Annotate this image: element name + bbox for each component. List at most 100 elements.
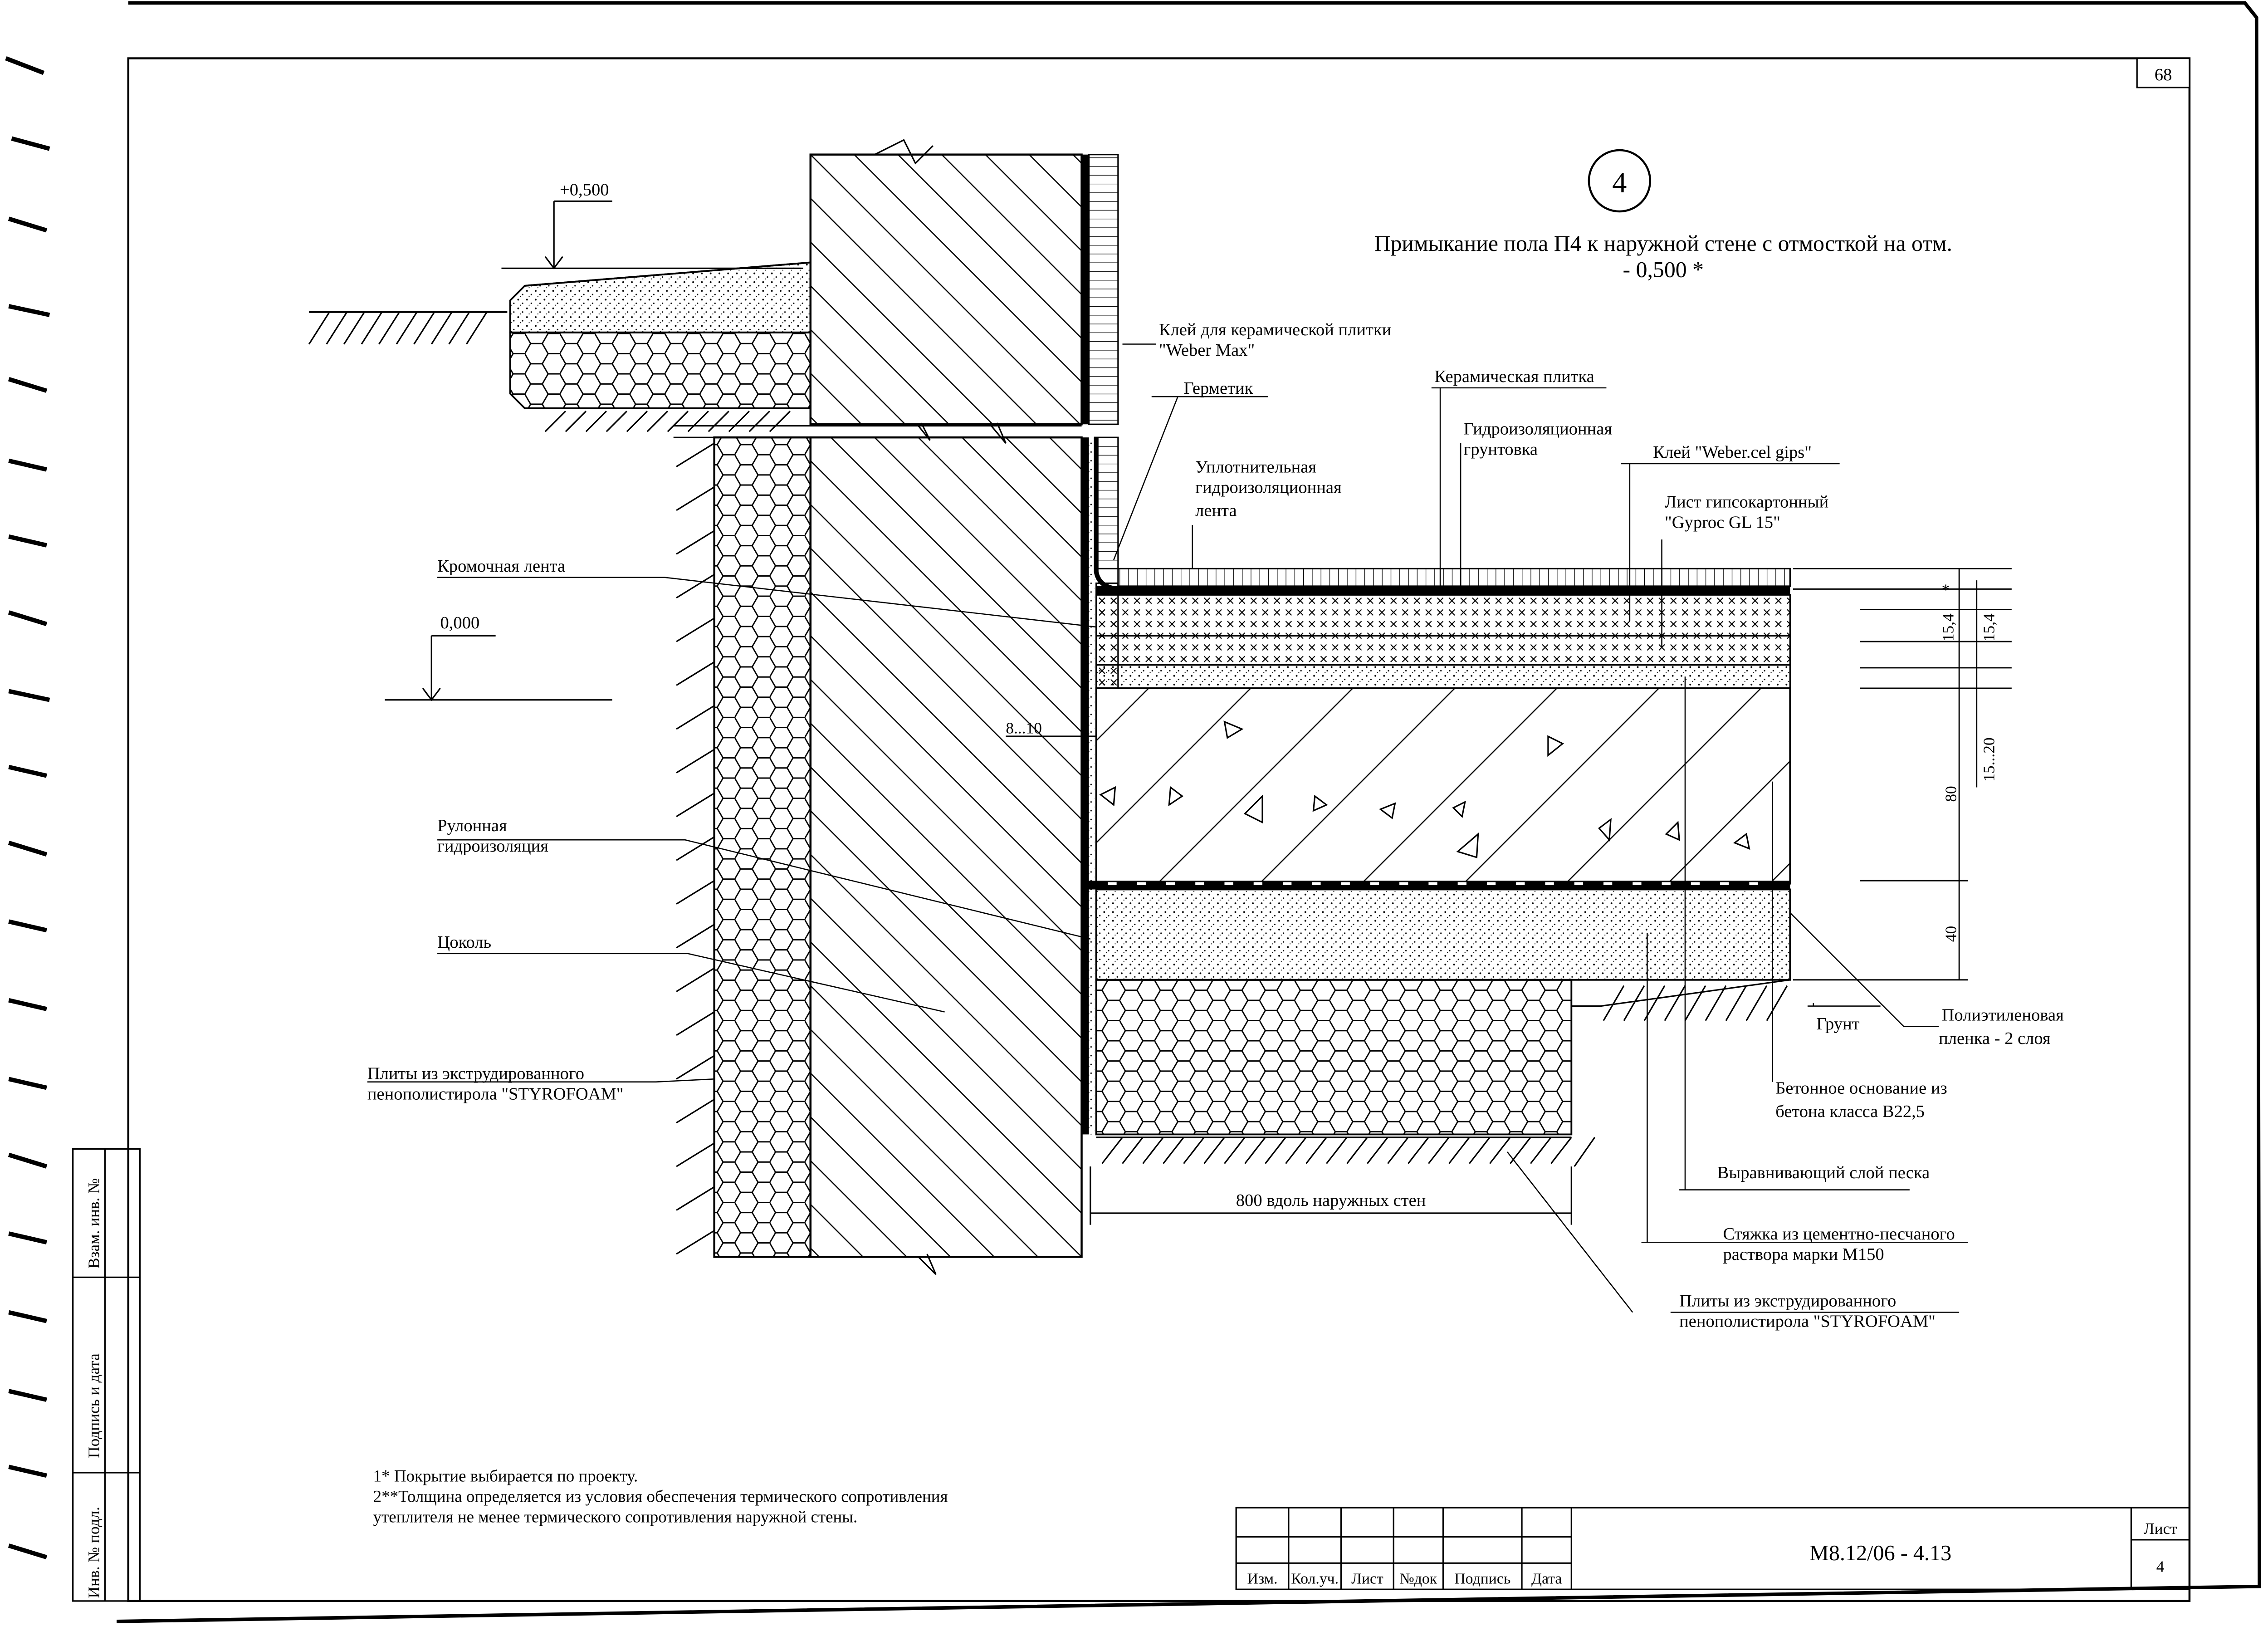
concrete-aggregate: [1099, 720, 1750, 858]
note-1: 1* Покрытие выбирается по проекту.: [373, 1466, 638, 1485]
ground-hatch-blind-bottom: [544, 411, 791, 432]
annotations: Клей для керамической плитки "Weber Max"…: [367, 320, 2064, 1331]
label-sealing-tape-3: лента: [1195, 501, 1237, 520]
label-primer-2: грунтовка: [1464, 440, 1538, 459]
label-adhesive-tile-2: "Weber Max": [1159, 341, 1255, 360]
tb-col-4: №док: [1400, 1570, 1437, 1587]
note-2: 2**Толщина определяется из условия обесп…: [373, 1487, 948, 1505]
side-stamp-podpis: Подпись и дата: [85, 1353, 103, 1458]
ground-hatch-right: [1574, 985, 1788, 1167]
label-sealing-tape-2: гидроизоляционная: [1195, 478, 1342, 497]
side-stamp-inv: Инв. № подл.: [85, 1507, 103, 1598]
label-styro-left-1: Плиты из экструдированного: [367, 1064, 584, 1083]
ground-hatch-bottom: [1101, 1136, 1572, 1164]
floor-pe-film: [1087, 881, 1790, 890]
leader-lines: [367, 343, 1968, 1313]
label-primer-1: Гидроизоляционная: [1464, 420, 1613, 439]
label-gypsum-2: "Gyproc GL 15": [1665, 513, 1780, 532]
edge-tape: [1095, 582, 1119, 689]
label-screed-1: Стяжка из цементно-песчаного: [1723, 1225, 1955, 1244]
label-edge-tape: Кромочная лента: [437, 557, 565, 576]
plinth-wall: [809, 436, 1083, 1258]
wall-break-mid: [918, 422, 1007, 444]
level-mark-top: [501, 200, 802, 270]
tb-code: М8.12/06 - 4.13: [1809, 1541, 1951, 1565]
wall-break-upper: [874, 139, 934, 165]
ground-line-right: [1570, 979, 1790, 1007]
level-top-label: +0,500: [560, 181, 609, 200]
tb-col-3: Лист: [1351, 1570, 1383, 1587]
tb-col-5: Подпись: [1454, 1570, 1510, 1587]
label-styro-right-2: пенополистирола "STYROFOAM": [1679, 1312, 1936, 1331]
note-3: утеплителя не менее термического сопроти…: [373, 1507, 858, 1526]
label-pe-film-2: пленка - 2 слоя: [1939, 1029, 2051, 1048]
label-sealant: Герметик: [1183, 379, 1253, 398]
plinth-waterproofing: [1081, 437, 1089, 1135]
blind-area-top: [524, 261, 811, 287]
label-glue-gips: Клей "Weber.cel gips": [1653, 443, 1812, 462]
label-screed-2: раствора марки М150: [1723, 1245, 1884, 1264]
blind-area-insulation: [509, 331, 811, 409]
label-soil: Грунт: [1816, 1014, 1860, 1034]
binding-marks: [5, 56, 50, 1560]
ground-hatch-plinth: [676, 442, 715, 1255]
label-concrete-1: Бетонное основание из: [1775, 1078, 1947, 1097]
tb-col-2: Кол.уч.: [1291, 1570, 1339, 1587]
dim-800: [1090, 1166, 1572, 1225]
side-stamp-vzam: Взам. инв. №: [85, 1178, 103, 1269]
break-line: [673, 425, 1082, 438]
label-styro-left-2: пенополистирола "STYROFOAM": [367, 1084, 624, 1103]
detail-title-level: - 0,500 *: [1623, 257, 1704, 282]
label-pe-film-1: Полиэтиленовая: [1942, 1006, 2064, 1025]
label-sealing-tape-1: Уплотнительная: [1195, 457, 1316, 476]
dim-800-label: 800 вдоль наружных стен: [1236, 1191, 1426, 1210]
wall-upper: [809, 153, 1083, 426]
wall-tile-upper: [1088, 154, 1119, 425]
tb-col-1: Изм.: [1247, 1570, 1278, 1587]
outer-frame: [127, 57, 2191, 1602]
label-styro-right-1: Плиты из экструдированного: [1679, 1292, 1896, 1311]
label-concrete-2: бетона класса В22,5: [1775, 1102, 1925, 1121]
sealant-corner: [1094, 437, 1790, 592]
dim-gap-label: 8...10: [1006, 719, 1042, 737]
floor-gypsum-board-2: [1095, 635, 1791, 666]
dim-d5: 40: [1942, 926, 1960, 942]
label-roll-wp-2: гидроизоляция: [437, 837, 548, 856]
floor-sand-leveling: [1095, 664, 1791, 689]
plinth-insulation: [713, 436, 812, 1258]
label-sand: Выравнивающий слой песка: [1717, 1163, 1930, 1182]
label-adhesive-tile-1: Клей для керамической плитки: [1159, 320, 1391, 339]
label-ceramic-tile: Керамическая плитка: [1434, 367, 1594, 386]
tb-sheet-number: 4: [2156, 1558, 2165, 1576]
sheet-edge: [117, 1, 2262, 1623]
detail-number-circle: [1588, 149, 1652, 213]
wall-break-bottom: [918, 1254, 937, 1275]
level-mark-zero: [385, 635, 612, 701]
dim-d1: 15,4: [1939, 613, 1957, 642]
side-stamp: [72, 1148, 141, 1602]
floor-insulation: [1095, 979, 1573, 1136]
title-block: [1235, 1507, 2190, 1590]
floor-concrete-base: [1095, 687, 1791, 885]
floor-ceramic-tile: [1117, 568, 1791, 587]
label-plinth: Цоколь: [437, 933, 491, 952]
dim-d3: 15...20: [1980, 737, 1998, 781]
tb-col-6: Дата: [1531, 1570, 1562, 1587]
page-number-box: [2136, 57, 2190, 88]
floor-screed: [1095, 888, 1791, 981]
detail-number: 4: [1612, 167, 1627, 199]
dim-d2: 15,4: [1980, 613, 1998, 642]
tb-sheet-label: Лист: [2144, 1519, 2177, 1538]
label-gypsum-1: Лист гипсокартонный: [1665, 492, 1828, 511]
gap-fill: [1089, 437, 1095, 1135]
dim-chain-right: [1793, 568, 2012, 981]
floor-gypsum-board: [1095, 594, 1791, 637]
wall-tile-lower: [1094, 436, 1119, 570]
dim-d1-star: *: [1942, 580, 1950, 598]
detail-title: Примыкание пола П4 к наружной стене с от…: [1374, 231, 1952, 256]
blind-area-screed: [509, 261, 811, 333]
page-number: 68: [2155, 65, 2172, 84]
dim-d4: 80: [1942, 786, 1960, 802]
wall-membrane-upper: [1081, 154, 1089, 425]
